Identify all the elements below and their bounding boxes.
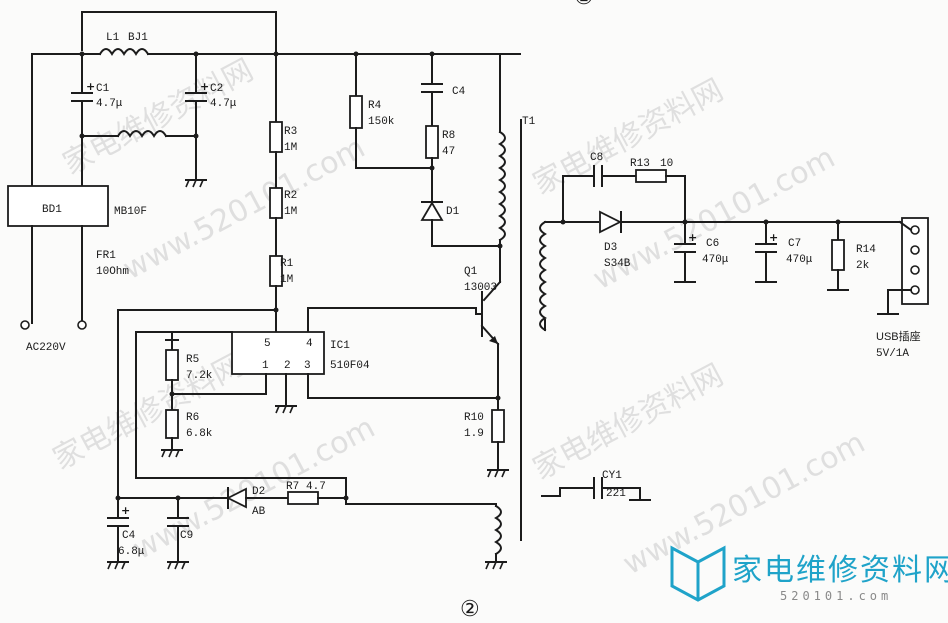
- label-fr1-val: 10Ohm: [96, 266, 129, 278]
- label-c4b: C4: [122, 530, 136, 542]
- label-r4-val: 150k: [368, 116, 395, 128]
- label-d1: D1: [446, 206, 460, 218]
- label-usb-val: 5V/1A: [876, 348, 909, 360]
- label-pin4: 4: [306, 338, 313, 350]
- label-r3-val: 1M: [284, 142, 297, 154]
- label-pin3: 3: [304, 360, 311, 372]
- label-r4: R4: [368, 100, 382, 112]
- aux-supply: [107, 487, 497, 570]
- label-usb: USB插座: [876, 329, 921, 343]
- watermark-layer: 家电维修资料网 www.520101.com 家电维修资料网 www.52010…: [47, 53, 871, 582]
- label-plus: +: [769, 231, 778, 244]
- label-r6-val: 6.8k: [186, 428, 213, 440]
- startup-chain: [117, 53, 283, 499]
- watermark-cn: 家电维修资料网: [527, 358, 729, 487]
- label-d2: D2: [252, 486, 265, 498]
- label-t1: T1: [522, 116, 536, 128]
- label-plus: +: [121, 504, 130, 517]
- label-c4-top: C4: [452, 86, 466, 98]
- label-r13-val: 10: [660, 158, 673, 170]
- label-c6-val: 470μ: [702, 254, 729, 266]
- label-r1: R1: [280, 258, 294, 270]
- label-r2-val: 1M: [284, 206, 297, 218]
- label-r6: R6: [186, 412, 199, 424]
- label-r14-val: 2k: [856, 260, 870, 272]
- label-d2-val: AB: [252, 506, 266, 518]
- label-r8-val: 47: [442, 146, 455, 158]
- transistor-q1: [307, 280, 502, 401]
- label-d3: D3: [604, 242, 617, 254]
- logo-url: 520101.com: [780, 589, 892, 603]
- snubber: [349, 53, 501, 247]
- feedback-divider: [135, 331, 347, 499]
- label-ac: AC220V: [26, 342, 66, 354]
- label-pin5: 5: [264, 338, 271, 350]
- label-c6: C6: [706, 238, 719, 250]
- label-ic1-val: 510F04: [330, 360, 370, 372]
- figure-marker: ②: [460, 597, 480, 622]
- logo-text: 家电维修资料网: [732, 553, 948, 588]
- label-r5: R5: [186, 354, 199, 366]
- watermark-url: www.520101.com: [587, 140, 841, 297]
- label-bd1: BD1: [42, 204, 62, 216]
- label-c2-val: 4.7μ: [210, 98, 237, 110]
- label-q1-val: 13003: [464, 282, 497, 294]
- label-c1: C1: [96, 83, 110, 95]
- label-c4b-val: 6.8μ: [118, 546, 145, 558]
- label-bd1-val: MB10F: [114, 206, 147, 218]
- label-c8: C8: [590, 152, 603, 164]
- watermark-cn: 家电维修资料网: [527, 73, 729, 202]
- label-r7: R7: [286, 481, 299, 493]
- label-cy1-val: 221: [606, 488, 626, 500]
- label-c9: C9: [180, 530, 193, 542]
- label-r14: R14: [856, 244, 876, 256]
- label-pin1: 1: [262, 360, 269, 372]
- label-r10-val: 1.9: [464, 428, 484, 440]
- label-plus: +: [86, 80, 95, 93]
- label-r8: R8: [442, 130, 455, 142]
- label-pin2: 2: [284, 360, 291, 372]
- label-q1: Q1: [464, 266, 478, 278]
- label-r3: R3: [284, 126, 297, 138]
- label-plus: +: [688, 231, 697, 244]
- label-r5-val: 7.2k: [186, 370, 213, 382]
- label-c1-val: 4.7μ: [96, 98, 123, 110]
- label-c7: C7: [788, 238, 801, 250]
- transformer-t1: [485, 53, 564, 570]
- site-logo: 家电维修资料网 520101.com: [670, 545, 948, 603]
- label-l1: L1: [106, 32, 120, 44]
- label-r1-val: 1M: [280, 274, 293, 286]
- watermark-cn: 家电维修资料网: [57, 53, 259, 182]
- label-plus: +: [200, 80, 209, 93]
- label-r2: R2: [284, 190, 297, 202]
- watermark-cn: 家电维修资料网: [47, 348, 249, 477]
- input-section: [7, 11, 521, 330]
- ic1: [231, 331, 509, 478]
- label-fr1: FR1: [96, 250, 116, 262]
- label-c2: C2: [210, 83, 223, 95]
- label-ic1: IC1: [330, 340, 350, 352]
- label-cy1: CY1: [602, 470, 622, 482]
- component-labels: L1 BJ1 + C1 4.7μ + C2 4.7μ BD1 MB10F FR1…: [26, 32, 921, 558]
- label-bj1: BJ1: [128, 32, 148, 44]
- label-r10: R10: [464, 412, 484, 424]
- label-d3-val: S34B: [604, 258, 631, 270]
- label-r7-val: 4.7: [306, 481, 326, 493]
- label-r13: R13: [630, 158, 650, 170]
- figure-marker-top: ②: [574, 0, 594, 10]
- label-c7-val: 470μ: [786, 254, 813, 266]
- secondary-output: [541, 165, 929, 501]
- watermark-url: www.520101.com: [117, 130, 371, 287]
